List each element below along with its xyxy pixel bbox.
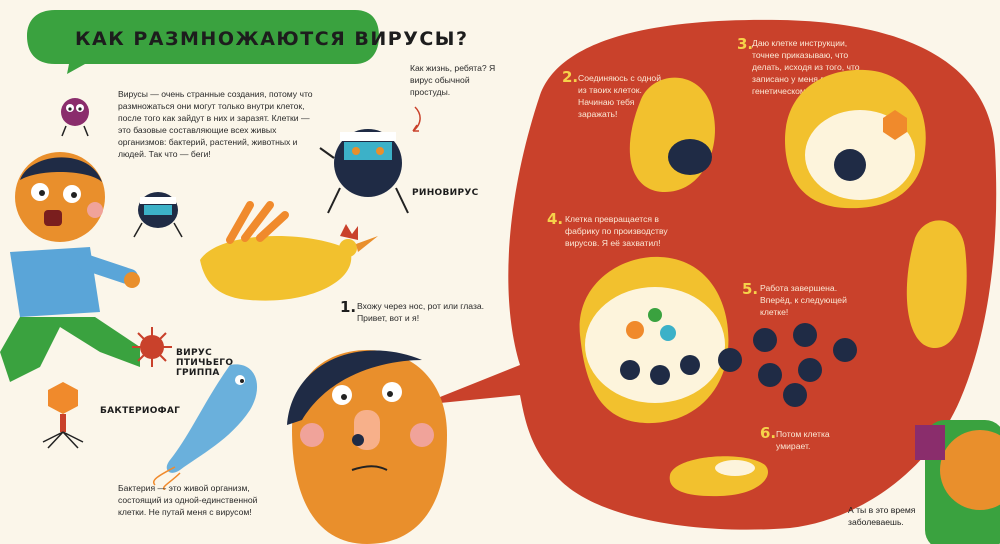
running-boy-illustration	[0, 152, 140, 382]
big-face-illustration	[287, 350, 447, 544]
bacteria-illustration	[153, 364, 258, 490]
rhinovirus-illustration	[319, 129, 409, 214]
step-3-number: 3.	[737, 35, 754, 53]
arrow-icon	[412, 106, 421, 132]
page-title: КАК РАЗМНОЖАЮТСЯ ВИРУСЫ?	[75, 28, 469, 50]
purple-virus-illustration	[61, 98, 89, 137]
bird-flu-virus-illustration	[132, 327, 172, 367]
step-6-number: 6.	[760, 424, 777, 442]
bacteriophage-illustration	[42, 382, 84, 449]
sick-boy-illustration	[915, 420, 1000, 544]
bacteriophage-label: БАКТЕРИОФАГ	[100, 406, 181, 416]
cell-step-2-illustration	[629, 77, 715, 192]
virus-swarm-illustration	[718, 323, 857, 407]
step-1-number: 1.	[340, 298, 357, 316]
step-2-number: 2.	[562, 68, 579, 86]
rhinovirus-label: РИНОВИРУС	[412, 188, 479, 198]
bird-flu-label: ВИРУС ПТИЧЬЕГО ГРИППА	[176, 348, 234, 378]
rhinovirus-speech: Как жизнь, ребята? Я вирус обычной прост…	[410, 63, 496, 97]
step-1-text: Вхожу через нос, рот или глаза. Привет, …	[357, 301, 485, 323]
dead-cell-illustration	[669, 456, 768, 497]
step-6-text: Потом клетка умирает.	[776, 429, 830, 451]
cell-step-5-illustration	[906, 220, 967, 348]
navy-virus-small-illustration	[133, 192, 183, 238]
step-5-number: 5.	[742, 280, 759, 298]
bird-illustration	[200, 201, 378, 301]
closing-text: А ты в это время заболеваешь.	[848, 505, 916, 527]
cell-factory-illustration	[579, 256, 729, 424]
bacteria-note: Бактерия — это живой организм, состоящий…	[118, 483, 258, 517]
step-4-text: Клетка превращается в фабрику по произво…	[565, 214, 668, 248]
step-2-text: Соединяюсь с одной из твоих клеток. Начи…	[578, 73, 662, 119]
step-4-number: 4.	[547, 210, 564, 228]
step-3-text: Даю клетке инструкции, точнее приказываю…	[752, 38, 860, 96]
title-bubble	[27, 10, 379, 74]
intro-text: Вирусы — очень странные создания, потому…	[118, 89, 313, 159]
step-5-text: Работа завершена. Вперёд, к следующей кл…	[760, 283, 847, 317]
cell-step-3-illustration	[785, 69, 926, 209]
